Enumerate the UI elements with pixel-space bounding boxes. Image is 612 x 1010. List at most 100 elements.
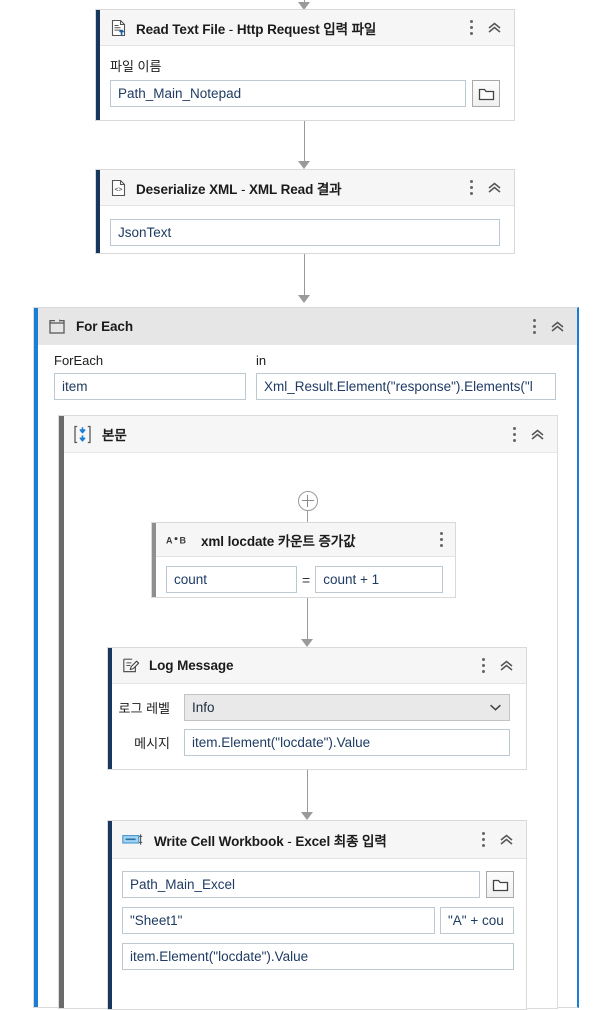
activity-title: xml locdate 카운트 증가값 [201, 533, 356, 549]
connector-log-to-write-cell [301, 770, 313, 820]
activity-title-main: Read Text File [136, 21, 226, 37]
activity-title: Log Message [149, 658, 234, 673]
sequence-header[interactable]: 본문 [59, 416, 557, 453]
activity-accent-bar [96, 10, 100, 120]
browse-file-button[interactable] [472, 80, 500, 107]
activity-title: Deserialize XML - XML Read 결과 [136, 178, 342, 198]
chevron-down-icon[interactable] [489, 703, 502, 712]
add-activity-button[interactable] [298, 491, 318, 511]
for-each-icon [48, 318, 67, 335]
activity-for-each[interactable]: For Each ForEach item in Xml_Result.Elem… [33, 307, 579, 1010]
cell-content-input[interactable]: item.Element("locdate").Value [122, 943, 514, 970]
kebab-menu-icon[interactable] [469, 180, 473, 195]
log-level-row: 로그 레벨 Info [116, 694, 510, 721]
svg-text:A: A [166, 535, 173, 545]
container-accent-bar [34, 308, 38, 1007]
file-name-label: 파일 이름 [110, 59, 162, 74]
for-each-variable-label: ForEach [54, 353, 104, 368]
activity-title: Read Text File - Http Request 입력 파일 [136, 18, 376, 38]
svg-text:<>: <> [115, 185, 123, 193]
cell-reference-input[interactable]: "A" + cou [440, 907, 514, 934]
log-message-input[interactable]: item.Element("locdate").Value [184, 729, 510, 756]
kebab-menu-icon[interactable] [469, 20, 473, 35]
workbook-path-row: Path_Main_Excel [122, 871, 514, 898]
sequence-body[interactable]: 본문 A B [58, 415, 558, 1010]
activity-body: Path_Main_Excel "Sheet1" "A" + cou item.… [108, 859, 526, 982]
activity-header[interactable]: <> Deserialize XML - XML Read 결과 [96, 170, 514, 206]
log-message-row: 메시지 item.Element("locdate").Value [116, 729, 510, 756]
sequence-title: 본문 [102, 428, 127, 443]
file-name-input[interactable]: Path_Main_Notepad [110, 80, 466, 107]
kebab-menu-icon[interactable] [512, 426, 516, 442]
sequence-accent-bar [59, 416, 64, 1008]
assign-left-input[interactable]: count [166, 566, 297, 593]
activity-accent-bar [108, 821, 112, 1009]
kebab-menu-icon[interactable] [481, 658, 485, 673]
activity-assign[interactable]: A B xml locdate 카운트 증가값 count = count + … [151, 522, 456, 598]
connector-read-to-deserialize [298, 121, 310, 169]
activity-title-sep: - [225, 21, 237, 37]
header-actions [481, 832, 518, 847]
activity-body: 로그 레벨 Info 메시지 item.Element("locdate").V… [108, 684, 526, 768]
log-level-value: Info [192, 700, 215, 715]
log-message-icon [122, 657, 140, 674]
activity-title-annotation: Excel 최종 입력 [295, 833, 387, 849]
activity-read-text-file[interactable]: Read Text File - Http Request 입력 파일 파일 이… [95, 9, 515, 121]
activity-accent-bar [108, 648, 112, 769]
connector-deserialize-to-foreach [298, 254, 310, 303]
assign-operator: = [302, 571, 311, 588]
activity-header[interactable]: Read Text File - Http Request 입력 파일 [96, 10, 514, 46]
double-chevron-up-icon[interactable] [499, 659, 514, 672]
header-actions [469, 20, 506, 35]
kebab-menu-icon[interactable] [532, 319, 536, 334]
activity-header[interactable]: Log Message [108, 648, 526, 684]
kebab-menu-icon[interactable] [481, 832, 485, 847]
header-actions [532, 319, 569, 334]
deserialize-xml-icon: <> [110, 179, 127, 197]
assign-icon: A B [166, 533, 192, 547]
activity-title-annotation: XML Read 결과 [249, 181, 342, 197]
for-each-title: For Each [76, 319, 133, 334]
sheet-name-input[interactable]: "Sheet1" [122, 907, 435, 934]
log-message-label: 메시지 [134, 736, 170, 751]
activity-deserialize-xml[interactable]: <> Deserialize XML - XML Read 결과 JsonTex… [95, 169, 515, 254]
write-cell-icon [122, 833, 145, 846]
activity-title-main: Deserialize XML [136, 181, 238, 197]
header-actions [469, 180, 506, 195]
assign-right-input[interactable]: count + 1 [315, 566, 443, 593]
activity-write-cell-workbook[interactable]: Write Cell Workbook - Excel 최종 입력 Path_M… [107, 820, 527, 1010]
cell-content-row: item.Element("locdate").Value [122, 943, 514, 970]
double-chevron-up-icon[interactable] [487, 21, 502, 34]
activity-body: JsonText [96, 206, 514, 258]
activity-header[interactable]: Write Cell Workbook - Excel 최종 입력 [108, 821, 526, 859]
json-text-input[interactable]: JsonText [110, 219, 500, 246]
for-each-header[interactable]: For Each [34, 308, 577, 345]
connector-assign-to-log [301, 598, 313, 647]
for-each-in-input[interactable]: Xml_Result.Element("response").Elements(… [256, 373, 556, 400]
activity-log-message[interactable]: Log Message 로그 레벨 Info [107, 647, 527, 770]
activity-title: Write Cell Workbook - Excel 최종 입력 [154, 830, 387, 850]
log-level-select[interactable]: Info [184, 694, 510, 721]
activity-body: 파일 이름 Path_Main_Notepad [96, 46, 514, 119]
browse-workbook-button[interactable] [486, 871, 514, 898]
activity-accent-bar [152, 523, 156, 597]
connector-plus-to-assign [301, 510, 313, 522]
sheet-cell-row: "Sheet1" "A" + cou [122, 907, 514, 934]
double-chevron-up-icon[interactable] [530, 428, 545, 441]
double-chevron-up-icon[interactable] [550, 320, 565, 333]
header-actions [439, 532, 447, 547]
for-each-fields: ForEach item in Xml_Result.Element("resp… [34, 345, 577, 410]
folder-icon [492, 879, 508, 891]
file-name-row: Path_Main_Notepad [110, 80, 500, 107]
for-each-variable-col: ForEach item [54, 353, 246, 400]
activity-header[interactable]: A B xml locdate 카운트 증가값 [152, 523, 455, 557]
for-each-variable-input[interactable]: item [54, 373, 246, 400]
kebab-menu-icon[interactable] [439, 532, 443, 547]
activity-accent-bar [96, 170, 100, 253]
double-chevron-up-icon[interactable] [499, 833, 514, 846]
for-each-in-col: in Xml_Result.Element("response").Elemen… [256, 353, 556, 400]
workbook-path-input[interactable]: Path_Main_Excel [122, 871, 480, 898]
header-actions [481, 658, 518, 673]
assign-row: count = count + 1 [166, 566, 443, 593]
double-chevron-up-icon[interactable] [487, 181, 502, 194]
